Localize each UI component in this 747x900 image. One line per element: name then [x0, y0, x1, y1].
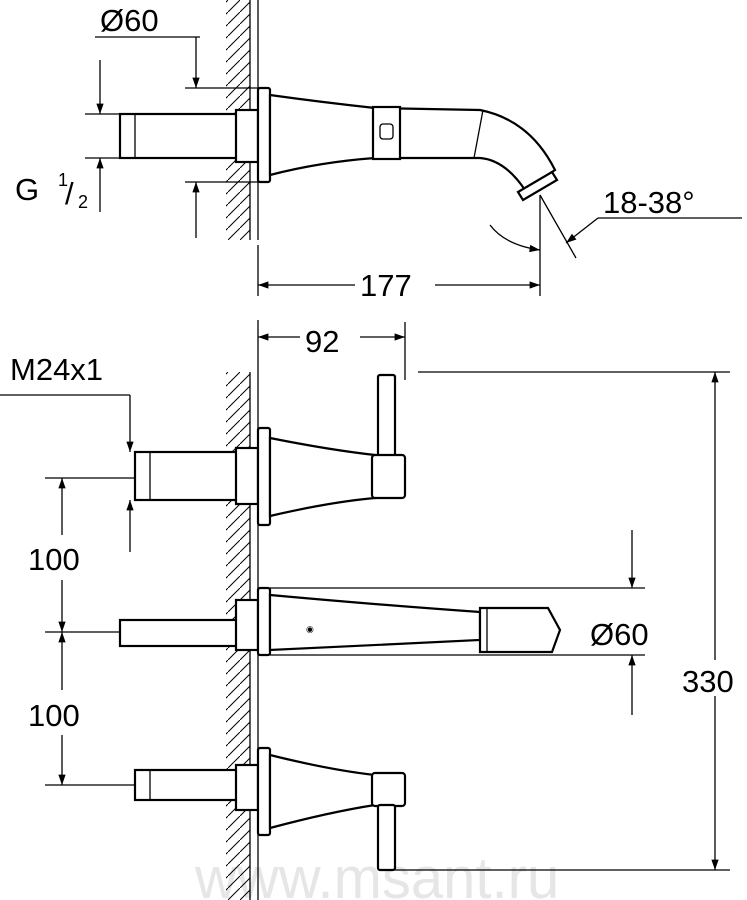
- svg-text:/: /: [65, 176, 74, 211]
- spout-top: [268, 93, 557, 192]
- spout-front: ◉: [118, 586, 562, 657]
- thread-g-label: G: [15, 172, 39, 207]
- thread-denominator: 2: [78, 192, 88, 212]
- watermark: www.msant.ru: [194, 846, 559, 900]
- front-view: 92 ◉: [0, 320, 747, 900]
- top-diameter-label: Ø60: [100, 3, 159, 38]
- upper-handle: [133, 373, 407, 527]
- front-diameter-label: Ø60: [590, 617, 649, 652]
- thread-m24-label: M24x1: [10, 352, 103, 387]
- thread-numerator: 1: [58, 170, 68, 190]
- height-330-label: 330: [682, 664, 734, 699]
- top-view: Ø60 G 1 / 2 177 18-38°: [15, 0, 742, 303]
- projection-177-label: 177: [360, 268, 412, 303]
- spacing-upper-label: 100: [28, 542, 80, 577]
- lower-handle: [133, 746, 407, 872]
- projection-92-label: 92: [305, 324, 339, 359]
- angle-label: 18-38°: [603, 185, 695, 220]
- svg-text:◉: ◉: [306, 624, 314, 634]
- spacing-lower-label: 100: [28, 698, 80, 733]
- flange: [256, 86, 272, 184]
